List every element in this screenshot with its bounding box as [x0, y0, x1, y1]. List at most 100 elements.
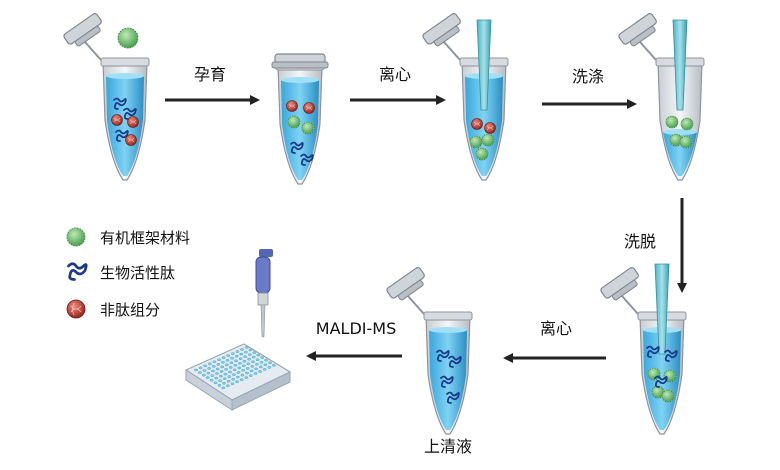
microplate-well: [244, 346, 249, 349]
microplate-well: [256, 353, 261, 357]
microplate-well: [258, 365, 263, 369]
legend-label-framework: 有机框架材料: [100, 229, 190, 247]
red-sphere-icon: [66, 299, 86, 319]
microplate-well: [222, 381, 226, 385]
microplate-well: [231, 377, 236, 381]
pipette-icon: [255, 249, 273, 338]
microplate-well: [245, 367, 250, 370]
tube-3: [420, 11, 509, 181]
microplate-well: [212, 360, 217, 364]
microplate-well: [245, 371, 249, 375]
microplate-well: [251, 360, 255, 364]
microplate-well: [241, 364, 246, 368]
microplate-well: [252, 351, 257, 354]
microplate-well: [246, 362, 251, 366]
microplate-well: [247, 357, 252, 361]
supernatant-label: 上清液: [424, 437, 472, 456]
microplate-well: [194, 368, 198, 372]
microplate-well: [207, 362, 212, 366]
microplate-well: [232, 368, 237, 372]
microplate-well: [237, 366, 242, 370]
microplate-well: [209, 378, 214, 382]
microplate-well: [201, 373, 206, 377]
step-label-centrifuge-2: 离心: [540, 319, 572, 338]
blue-peptide-icon: [67, 262, 88, 281]
microplate-well: [197, 371, 202, 374]
microplate-well: [237, 361, 242, 365]
microplate-well: [248, 374, 253, 377]
microplate-well: [239, 378, 244, 382]
microplate-well: [250, 365, 255, 368]
microplate-well: [225, 358, 230, 362]
microplate-well: [219, 370, 224, 373]
microplate-well: [240, 348, 244, 351]
legend-item-framework: 有机框架材料: [66, 227, 190, 247]
microplate-well: [251, 355, 256, 359]
microplate-well: [248, 348, 253, 352]
microplate-well: [255, 358, 260, 362]
microplate-well: [226, 354, 231, 357]
microplate-well: [226, 379, 231, 383]
microplate-well: [239, 352, 244, 356]
step-label-maldi: MALDI-MS: [316, 319, 396, 338]
microplate-well: [229, 361, 234, 365]
microplate-well: [264, 358, 268, 362]
microplate-well: [205, 376, 210, 379]
microplate-well: [235, 380, 240, 384]
microplate-well: [227, 375, 232, 378]
legend-label-peptide: 生物活性肽: [100, 264, 175, 282]
tube-2: [271, 53, 329, 185]
microplate-well: [211, 369, 215, 373]
microplate-well: [214, 372, 219, 375]
microplate-well: [214, 376, 219, 380]
microplate-well: [213, 381, 218, 385]
microplate-well: [220, 365, 225, 369]
microplate-well: [254, 367, 259, 371]
microplate-well: [271, 363, 276, 367]
tube-4: [616, 11, 705, 181]
microplate-well: [206, 371, 211, 375]
microplate-well: [238, 357, 243, 361]
microplate-well: [267, 366, 272, 369]
microplate-well: [244, 376, 249, 379]
microplate-well: [217, 383, 222, 387]
microplate-well: [268, 361, 272, 365]
framework-ball-free: [117, 27, 139, 49]
step-label-centrifuge-1: 离心: [379, 65, 411, 84]
microplate-well: [243, 350, 248, 354]
microplate-well: [247, 353, 252, 356]
microplate-well: [211, 365, 216, 368]
microplate-well: [235, 375, 240, 379]
microplate-well: [254, 362, 259, 366]
microplate-well: [224, 368, 229, 371]
microplate-well: [224, 363, 229, 367]
microplate-well: [218, 379, 223, 383]
microplate-well: [230, 356, 235, 360]
step-label-wash: 洗涤: [572, 67, 604, 86]
microplate-well: [259, 360, 264, 364]
green-sphere-icon: [66, 227, 86, 247]
microplate-well: [221, 386, 226, 390]
microplate-well: [236, 371, 241, 374]
tube-5: [598, 263, 687, 435]
microplate-well: [243, 355, 248, 359]
microplate-well: [233, 363, 238, 367]
microplate-well: [202, 369, 207, 372]
microplate-well: [210, 374, 215, 377]
microplate-well: [230, 382, 235, 386]
step-label-elute: 洗脱: [624, 232, 656, 251]
legend: 有机框架材料 生物活性肽 非肽组分: [66, 227, 190, 319]
microplate-well: [262, 368, 267, 371]
tube-6: [384, 265, 473, 435]
step-label-incubate: 孕育: [194, 65, 226, 84]
microplate-icon: [184, 343, 292, 411]
microplate-well: [234, 354, 239, 358]
microplate-well: [221, 356, 226, 360]
microplate-well: [228, 366, 233, 369]
microplate-well: [217, 358, 221, 362]
microplate-well: [231, 373, 236, 376]
microplate-well: [225, 384, 230, 388]
microplate-well: [240, 373, 245, 377]
legend-item-nonpeptide: 非肽组分: [66, 299, 160, 319]
